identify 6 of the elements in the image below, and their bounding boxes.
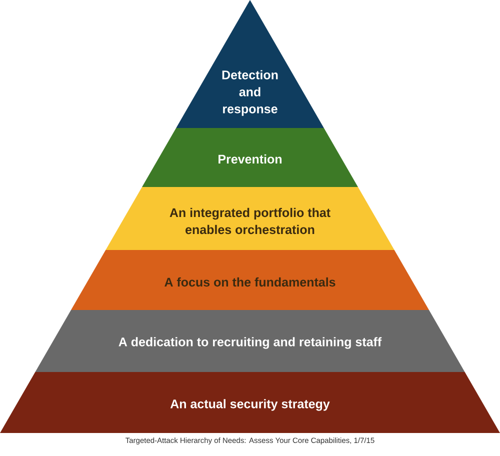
pyramid-tier: A dedication to recruiting and retaining staff [35, 310, 465, 372]
pyramid-tier: Detection and response [176, 0, 324, 128]
pyramid-tier: A focus on the fundamentals [71, 250, 429, 310]
pyramid-tier: An actual security strategy [0, 372, 500, 433]
pyramid-tier: Prevention [142, 128, 358, 187]
pyramid-tier: An integrated portfolio that enables orchestration [106, 187, 394, 250]
